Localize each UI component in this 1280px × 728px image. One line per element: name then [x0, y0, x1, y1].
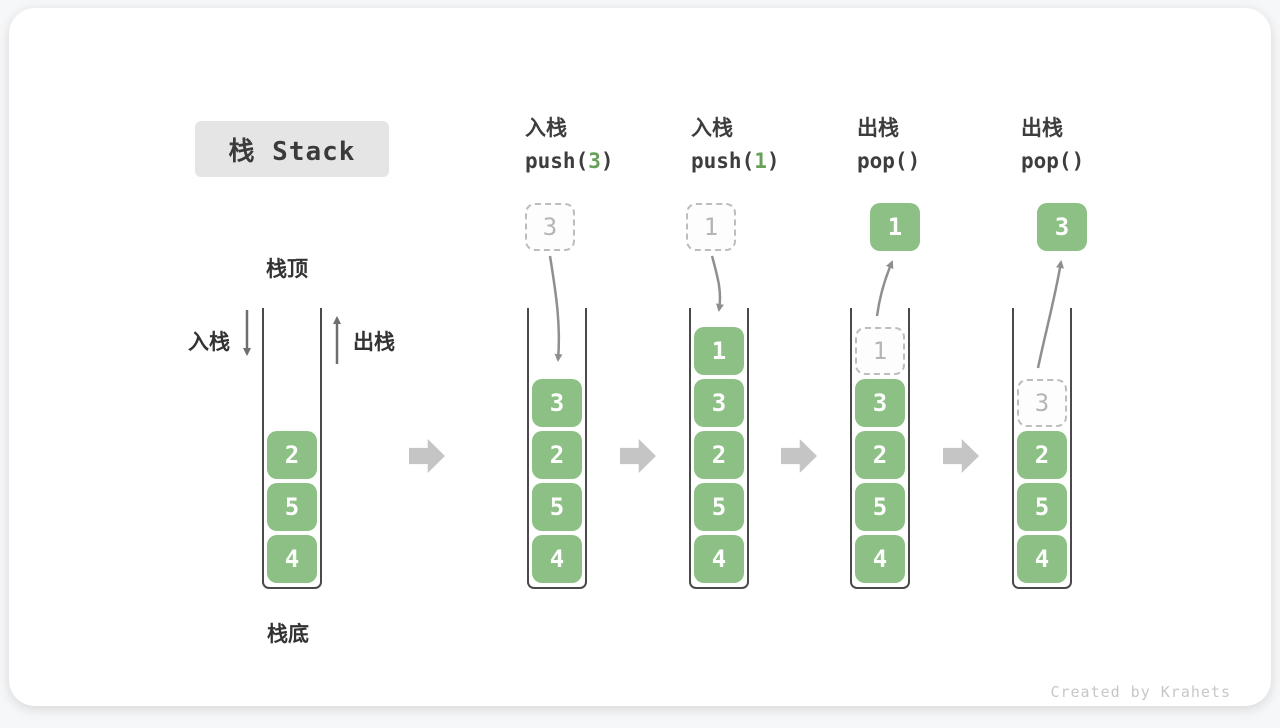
op-code-text: push(3) [525, 149, 614, 173]
stack-block: 5 [267, 483, 317, 531]
stack-block: 4 [532, 535, 582, 583]
op-action-text: 入栈 [525, 117, 567, 140]
stack-block: 5 [855, 483, 905, 531]
op-action-text: 出栈 [857, 117, 899, 140]
stack-block: 5 [532, 483, 582, 531]
stack-bottom-label: 栈底 [267, 623, 309, 646]
flow-right-arrow-icon [781, 439, 817, 473]
incoming-value-box: 3 [525, 203, 575, 251]
op-label-push-3: 入栈 push(3) [525, 114, 675, 178]
diagram-card: 栈 Stack 入栈 push(3) 入栈 push(1) 出栈 pop() 出… [9, 8, 1271, 706]
watermark: Created by Krahets [1050, 683, 1231, 701]
incoming-value-box: 1 [686, 203, 736, 251]
flow-right-arrow-icon [620, 439, 656, 473]
push-direction-label: 入栈 [188, 331, 230, 354]
op-code-text: pop() [1021, 149, 1085, 173]
op-label-pop-1: 出栈 pop() [857, 114, 1007, 178]
flow-right-arrow-icon [409, 439, 445, 473]
stack-block: 2 [267, 431, 317, 479]
pop-direction-label: 出栈 [353, 331, 395, 354]
stack-top-label: 栈顶 [266, 258, 308, 281]
stack-block: 2 [532, 431, 582, 479]
stack-block: 3 [532, 379, 582, 427]
stack-block: 3 [694, 379, 744, 427]
stack-block: 1 [694, 327, 744, 375]
push1-curve-arrow-icon [710, 255, 724, 312]
stack-block: 5 [694, 483, 744, 531]
ghost-slot: 1 [855, 327, 905, 375]
stack-block: 4 [267, 535, 317, 583]
stack-block: 4 [694, 535, 744, 583]
stack-block: 4 [1017, 535, 1067, 583]
op-code-text: pop() [857, 149, 921, 173]
op-code-arg: 1 [754, 149, 767, 173]
diagram-title: 栈 Stack [195, 121, 389, 177]
popped-value-box: 1 [870, 203, 920, 251]
op-action-text: 出栈 [1021, 117, 1063, 140]
op-label-pop-2: 出栈 pop() [1021, 114, 1171, 178]
stack-block: 5 [1017, 483, 1067, 531]
op-label-push-1: 入栈 push(1) [691, 114, 841, 178]
ghost-slot: 3 [1017, 379, 1067, 427]
stack-block: 2 [1017, 431, 1067, 479]
op-code-text: push(1) [691, 149, 780, 173]
popped-value-box: 3 [1037, 203, 1087, 251]
stack-block: 2 [855, 431, 905, 479]
stack-block: 3 [855, 379, 905, 427]
stack-block: 4 [855, 535, 905, 583]
op-code-arg: 3 [588, 149, 601, 173]
flow-right-arrow-icon [943, 439, 979, 473]
stack-block: 2 [694, 431, 744, 479]
op-action-text: 入栈 [691, 117, 733, 140]
